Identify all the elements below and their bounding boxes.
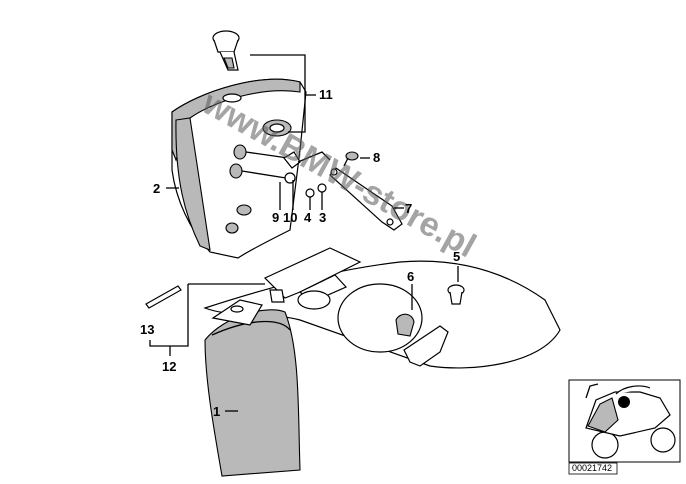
thumbnail-inset: 00021742 xyxy=(568,379,681,475)
rubber-buffers xyxy=(229,144,289,179)
callout-1: 1 xyxy=(213,404,220,419)
callout-11: 11 xyxy=(319,87,333,102)
callout-4: 4 xyxy=(304,210,312,225)
bracket-screws xyxy=(283,151,331,198)
callout-9: 9 xyxy=(272,210,279,225)
rod-13 xyxy=(145,285,182,309)
callout-2: 2 xyxy=(153,181,160,196)
callout-6: 6 xyxy=(407,269,414,284)
callout-labels: 11 2 8 7 9 10 4 3 5 6 13 12 1 xyxy=(140,87,460,419)
lever-strap xyxy=(329,167,403,231)
quick-release-fastener xyxy=(212,30,240,71)
location-marker xyxy=(618,396,630,408)
callout-7: 7 xyxy=(405,201,412,216)
hinge-bracket xyxy=(263,247,362,310)
callout-3: 3 xyxy=(319,210,326,225)
screw-8 xyxy=(343,151,359,167)
callout-5: 5 xyxy=(453,249,460,264)
knob-5 xyxy=(447,284,465,305)
callout-8: 8 xyxy=(373,150,380,165)
callout-13: 13 xyxy=(140,322,154,337)
thumbnail-code: 00021742 xyxy=(572,463,612,473)
lock-assembly xyxy=(337,283,449,367)
callout-leaders xyxy=(149,54,459,412)
callout-10: 10 xyxy=(283,210,297,225)
callout-12: 12 xyxy=(162,359,176,374)
